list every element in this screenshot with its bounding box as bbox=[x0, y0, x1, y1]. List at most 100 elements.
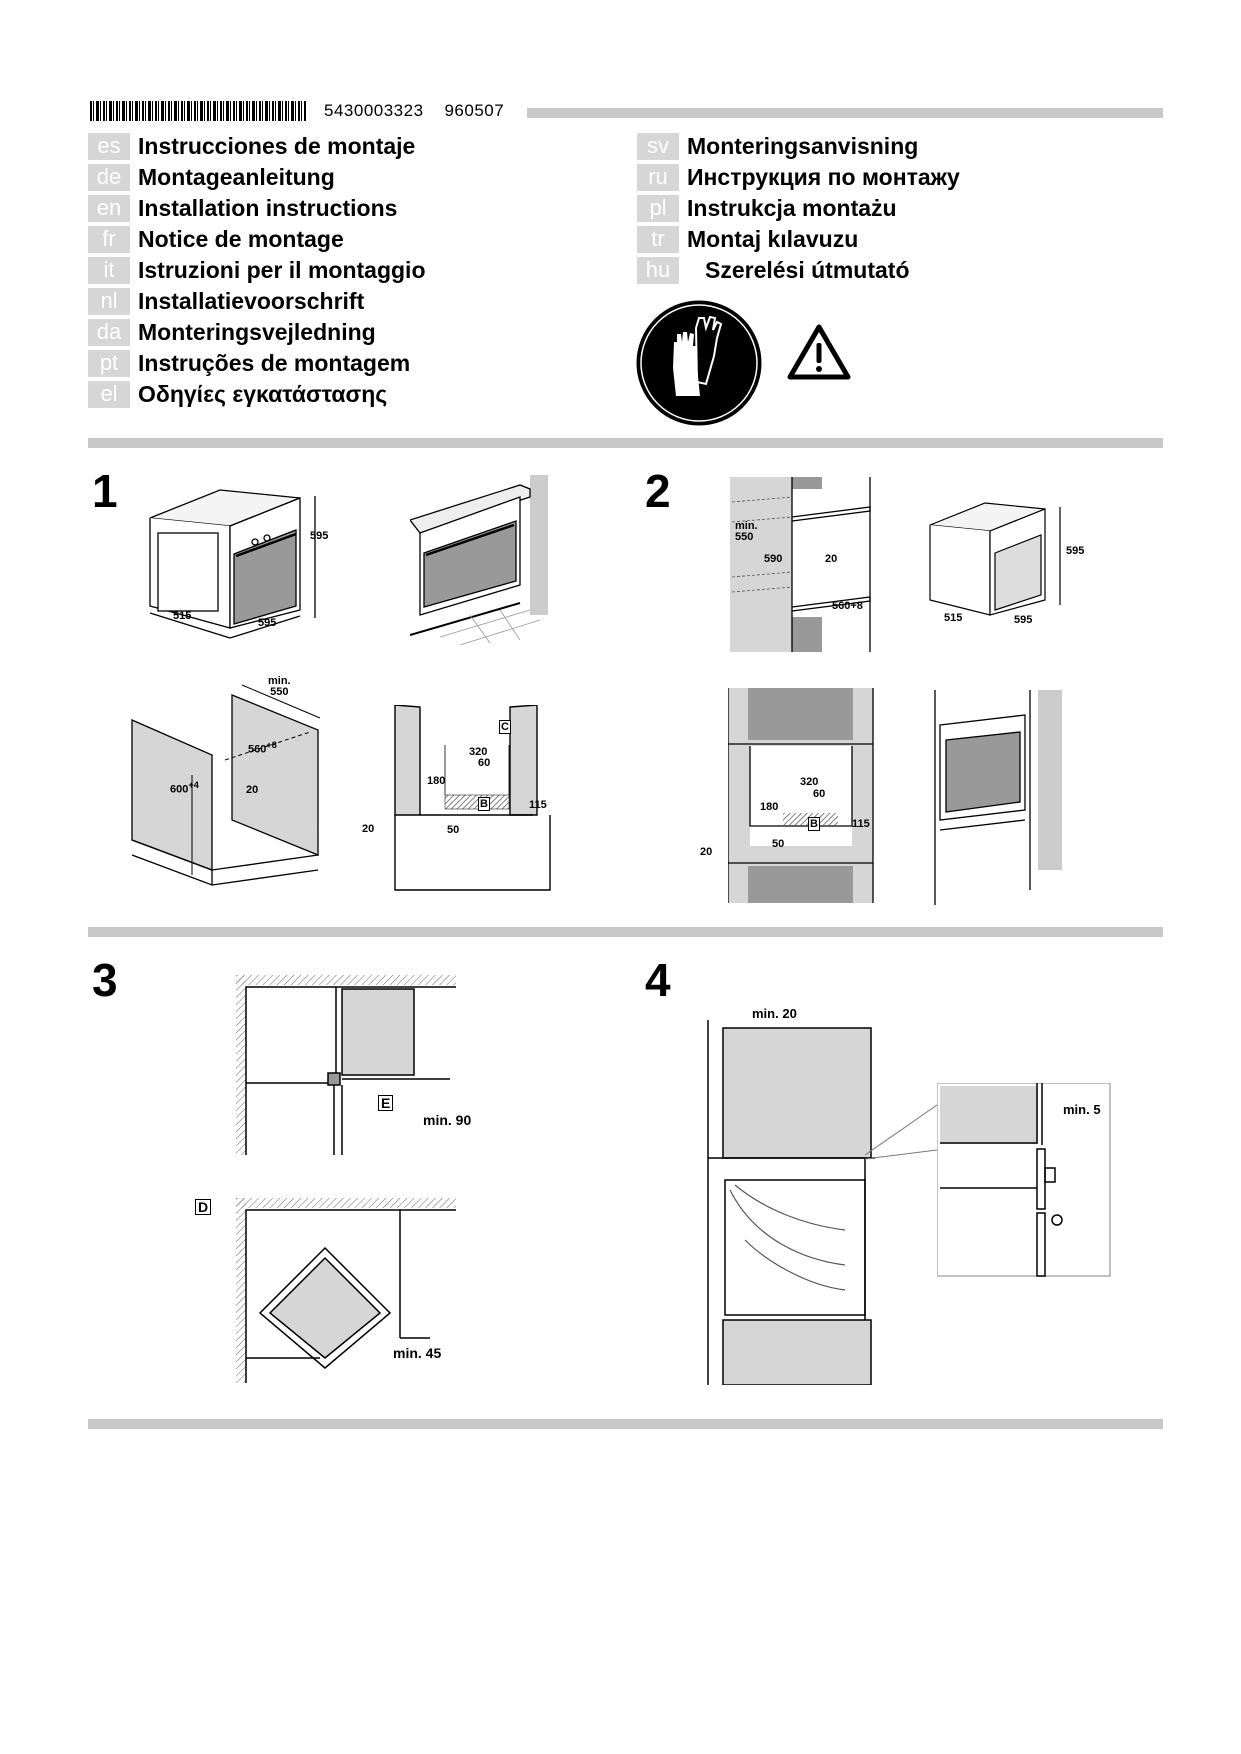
dim-width-base: 560 bbox=[248, 743, 267, 756]
lang-code: en bbox=[88, 194, 130, 222]
dim-front-320: 320 bbox=[469, 746, 488, 758]
lang-code: es bbox=[88, 132, 130, 160]
lang-code: hu bbox=[637, 256, 679, 284]
detail-callout-lines bbox=[865, 1104, 938, 1160]
dim-min-label: min. bbox=[268, 675, 291, 687]
dim-tall-height: 590 bbox=[764, 553, 783, 565]
ventilation-airflow-figure bbox=[707, 1020, 875, 1385]
dim-cabinet-height: 600+4 bbox=[170, 780, 199, 796]
tall-unit-figure bbox=[730, 477, 872, 652]
dim-oven-width: 595 bbox=[258, 617, 277, 629]
dim-tall-width: 560+8 bbox=[832, 600, 863, 612]
label-b: B bbox=[478, 797, 490, 811]
dim-cabinet-gap: 20 bbox=[246, 784, 259, 796]
lang-code: el bbox=[88, 380, 130, 408]
dim-front2-180: 180 bbox=[760, 801, 779, 813]
lang-title: Montageanleitung bbox=[138, 163, 335, 190]
lang-code: nl bbox=[88, 287, 130, 315]
oven-dimensions-figure bbox=[149, 489, 316, 639]
warning-triangle-icon bbox=[787, 324, 851, 380]
detail-zoom-figure bbox=[937, 1083, 1111, 1277]
language-row-en: en Installation instructions bbox=[88, 194, 398, 222]
lang-title: Instrucciones de montaje bbox=[138, 132, 416, 159]
header-divider bbox=[527, 108, 1163, 118]
dim-front2-20: 20 bbox=[700, 846, 713, 858]
dim-min-45: min. 45 bbox=[393, 1345, 442, 1361]
language-row-de: de Montageanleitung bbox=[88, 163, 335, 191]
lang-title: Szerelési útmutató bbox=[705, 256, 910, 283]
language-row-es: es Instrucciones de montaje bbox=[88, 132, 416, 160]
lang-title: Instrukcja montażu bbox=[687, 194, 897, 221]
dim-front-20: 20 bbox=[362, 823, 375, 835]
step-number-4: 4 bbox=[645, 954, 671, 1006]
lang-code: tr bbox=[637, 225, 679, 253]
lang-code: pt bbox=[88, 349, 130, 377]
dim-height-base: 600 bbox=[170, 783, 189, 796]
dim-oven2-height: 595 bbox=[1066, 545, 1085, 557]
language-row-sv: sv Monteringsanvisning bbox=[637, 132, 919, 160]
dim-front2-50: 50 bbox=[772, 838, 785, 850]
dim-oven-height: 595 bbox=[310, 530, 329, 542]
step-number-1: 1 bbox=[92, 465, 118, 517]
dim-oven2-width: 595 bbox=[1014, 614, 1033, 626]
language-row-el: el Οδηγίες εγκατάστασης bbox=[88, 380, 388, 408]
dim-front-180: 180 bbox=[427, 775, 446, 787]
language-row-it: it Istruzioni per il montaggio bbox=[88, 256, 426, 284]
language-row-da: da Monteringsvejledning bbox=[88, 318, 376, 346]
lang-title: Installation instructions bbox=[138, 194, 398, 221]
lang-title: Οδηγίες εγκατάστασης bbox=[138, 380, 388, 407]
under-counter-installed-figure bbox=[410, 475, 548, 645]
lang-code: pl bbox=[637, 194, 679, 222]
section-divider-2 bbox=[88, 927, 1163, 937]
label-d: D bbox=[195, 1199, 212, 1215]
step-number-3: 3 bbox=[92, 954, 118, 1006]
barcode bbox=[90, 101, 306, 121]
document-number-line: 5430003323 960507 bbox=[324, 101, 504, 121]
lang-code: sv bbox=[637, 132, 679, 160]
date-code: 960507 bbox=[444, 101, 505, 120]
section-divider-1 bbox=[88, 438, 1163, 448]
dim-height-tolerance: +4 bbox=[188, 780, 199, 790]
dim-cabinet-width: 560+8 bbox=[248, 740, 277, 756]
base-cabinet-figure bbox=[131, 684, 321, 886]
lang-code: da bbox=[88, 318, 130, 346]
lang-code: ru bbox=[637, 163, 679, 191]
lang-title: Instruções de montagem bbox=[138, 349, 411, 376]
dim-min-90: min. 90 bbox=[423, 1112, 472, 1128]
dim-cabinet-depth-value: 550 bbox=[270, 686, 289, 698]
step-number-2: 2 bbox=[645, 465, 671, 517]
lang-title: Montaj kılavuzu bbox=[687, 225, 859, 252]
dim-tall-gap: 20 bbox=[825, 553, 838, 565]
lang-title: Monteringsanvisning bbox=[687, 132, 919, 159]
dim-front-50: 50 bbox=[447, 824, 460, 836]
protective-gloves-icon bbox=[636, 300, 762, 426]
front-cabinet-cutout-figure bbox=[394, 705, 551, 891]
dim-tall-depth-value: 550 bbox=[735, 531, 754, 543]
tall-unit-installed-figure bbox=[934, 690, 1062, 905]
dim-front2-60: 60 bbox=[813, 788, 826, 800]
label-c: C bbox=[499, 720, 511, 734]
lang-code: it bbox=[88, 256, 130, 284]
lang-title: Monteringsvejledning bbox=[138, 318, 376, 345]
dim-min-label: min. bbox=[735, 520, 758, 532]
dim-oven2-depth: 515 bbox=[944, 612, 963, 624]
language-row-hu: hu Szerelési útmutató bbox=[637, 256, 910, 284]
dim-min-5: min. 5 bbox=[1063, 1102, 1101, 1117]
lang-code: de bbox=[88, 163, 130, 191]
lang-code: fr bbox=[88, 225, 130, 253]
language-row-tr: tr Montaj kılavuzu bbox=[637, 225, 859, 253]
corner-cabinet-top-view-figure bbox=[236, 1198, 456, 1383]
oven-dimensions-figure-2 bbox=[929, 502, 1061, 616]
dim-oven-depth: 515 bbox=[173, 610, 192, 622]
cabinet-top-view-figure bbox=[236, 975, 456, 1155]
document-number: 5430003323 bbox=[324, 101, 424, 120]
dim-front2-115: 115 bbox=[852, 818, 870, 830]
dim-tall-depth: min.550 bbox=[735, 521, 758, 543]
tall-unit-front-figure bbox=[728, 688, 874, 903]
lang-title: Istruzioni per il montaggio bbox=[138, 256, 426, 283]
section-divider-3 bbox=[88, 1419, 1163, 1429]
label-b-2: B bbox=[808, 817, 820, 831]
label-e: E bbox=[378, 1095, 394, 1111]
